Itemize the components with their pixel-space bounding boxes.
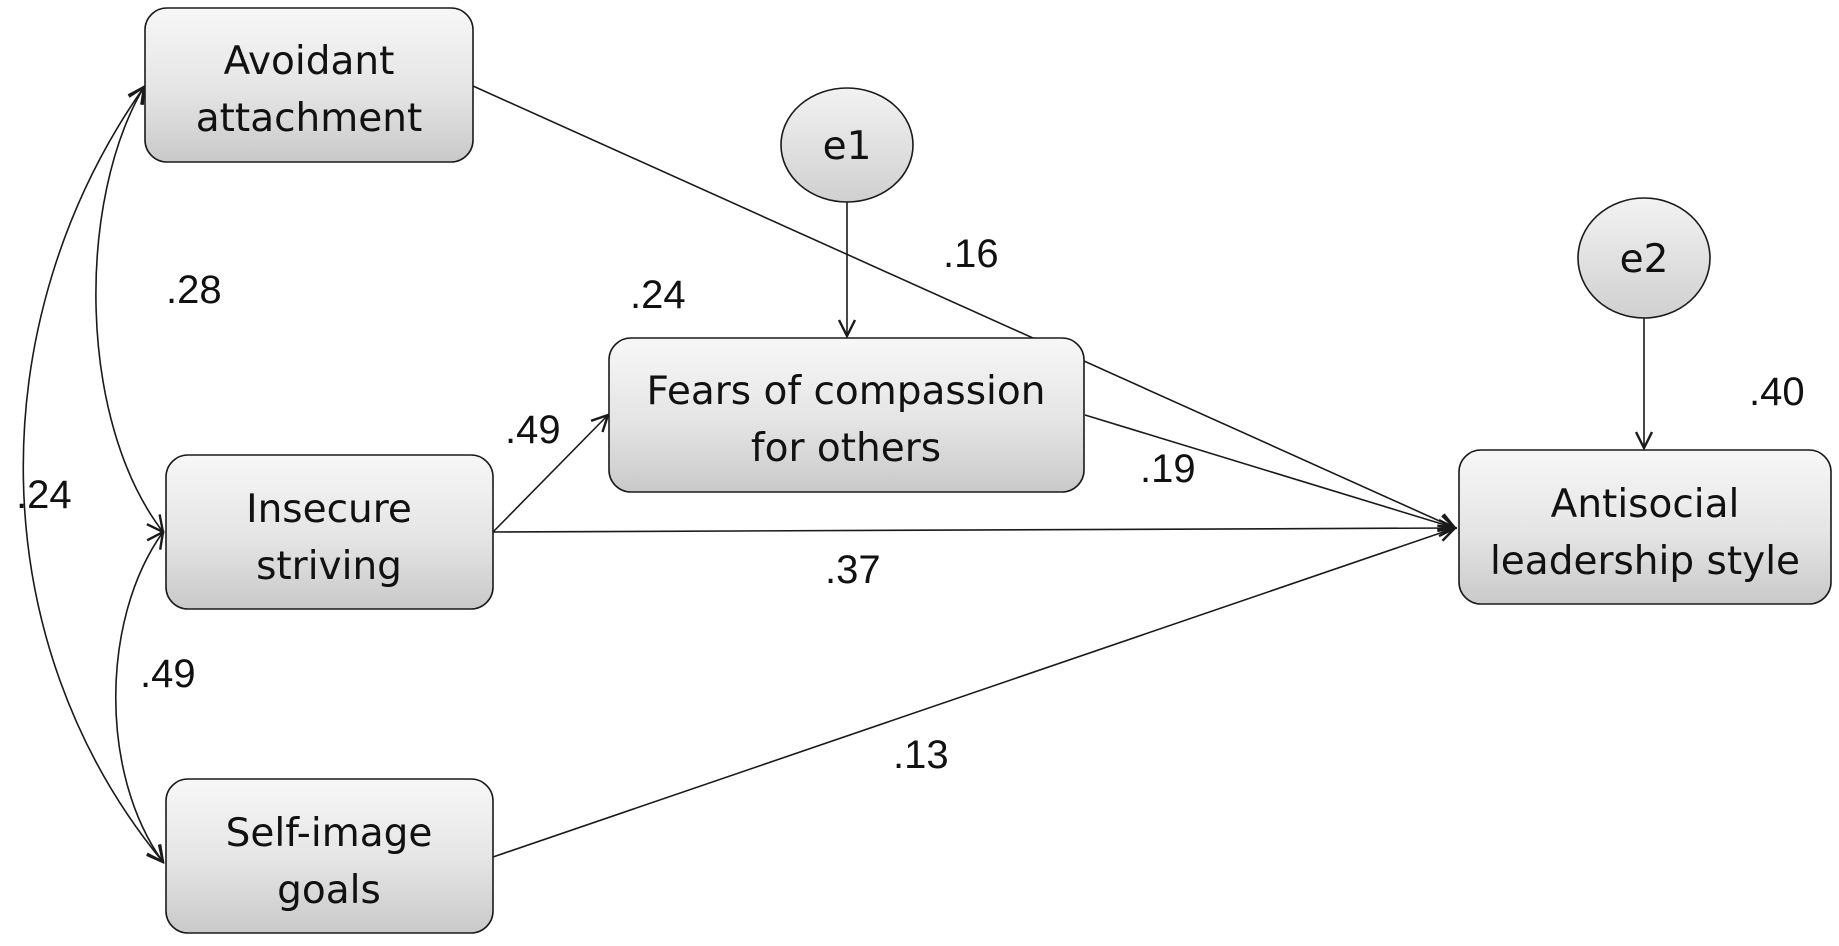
- path-fears-to-antisocial: [1084, 414, 1455, 528]
- node-label-line1: Self-image: [226, 811, 433, 856]
- coef-insecure-to-fears: .49: [505, 408, 561, 452]
- node-label-line2: leadership style: [1490, 539, 1800, 584]
- error-label: e1: [823, 124, 872, 169]
- node-label-line2: striving: [256, 544, 402, 589]
- node-label-line1: Insecure: [246, 487, 412, 532]
- coef-antisocial-r2: .40: [1749, 370, 1805, 414]
- node-fears-of-compassion: Fears of compassion for others: [608, 337, 1085, 493]
- node-label-line2: goals: [277, 868, 381, 913]
- node-error-e2: e2: [1577, 197, 1711, 319]
- path-avoidant-to-antisocial: [472, 85, 1455, 528]
- coef-insecure-to-antisocial: .37: [825, 548, 881, 592]
- node-avoidant-attachment: Avoidant attachment: [144, 7, 474, 163]
- covariance-arc-avoidant-selfimage: [22, 87, 163, 862]
- path-selfimage-to-antisocial: [492, 528, 1455, 858]
- coef-avoidant-insecure-cov: .28: [166, 268, 222, 312]
- node-label-line2: for others: [751, 426, 941, 471]
- node-label-line1: Fears of compassion: [647, 369, 1046, 414]
- error-label: e2: [1620, 237, 1669, 282]
- node-label-line1: Avoidant: [224, 39, 395, 84]
- coef-avoidant-selfimage-cov: .24: [16, 473, 72, 517]
- coef-fears-to-antisocial: .19: [1140, 447, 1196, 491]
- coef-selfimage-to-antisocial: .13: [893, 733, 949, 777]
- coef-insecure-selfimage-cov: .49: [140, 652, 196, 696]
- node-self-image-goals: Self-image goals: [165, 778, 494, 934]
- node-antisocial-leadership: Antisocial leadership style: [1458, 449, 1832, 605]
- node-label-line1: Antisocial: [1551, 482, 1740, 527]
- path-insecure-to-antisocial: [492, 528, 1455, 532]
- node-label-line2: attachment: [196, 96, 423, 141]
- path-insecure-to-fears: [492, 415, 608, 533]
- covariance-arc-insecure-selfimage: [114, 532, 163, 862]
- coef-avoidant-to-antisocial: .16: [943, 232, 999, 276]
- coef-fears-r2: .24: [630, 273, 686, 317]
- node-insecure-striving: Insecure striving: [165, 454, 494, 610]
- node-error-e1: e1: [780, 87, 914, 203]
